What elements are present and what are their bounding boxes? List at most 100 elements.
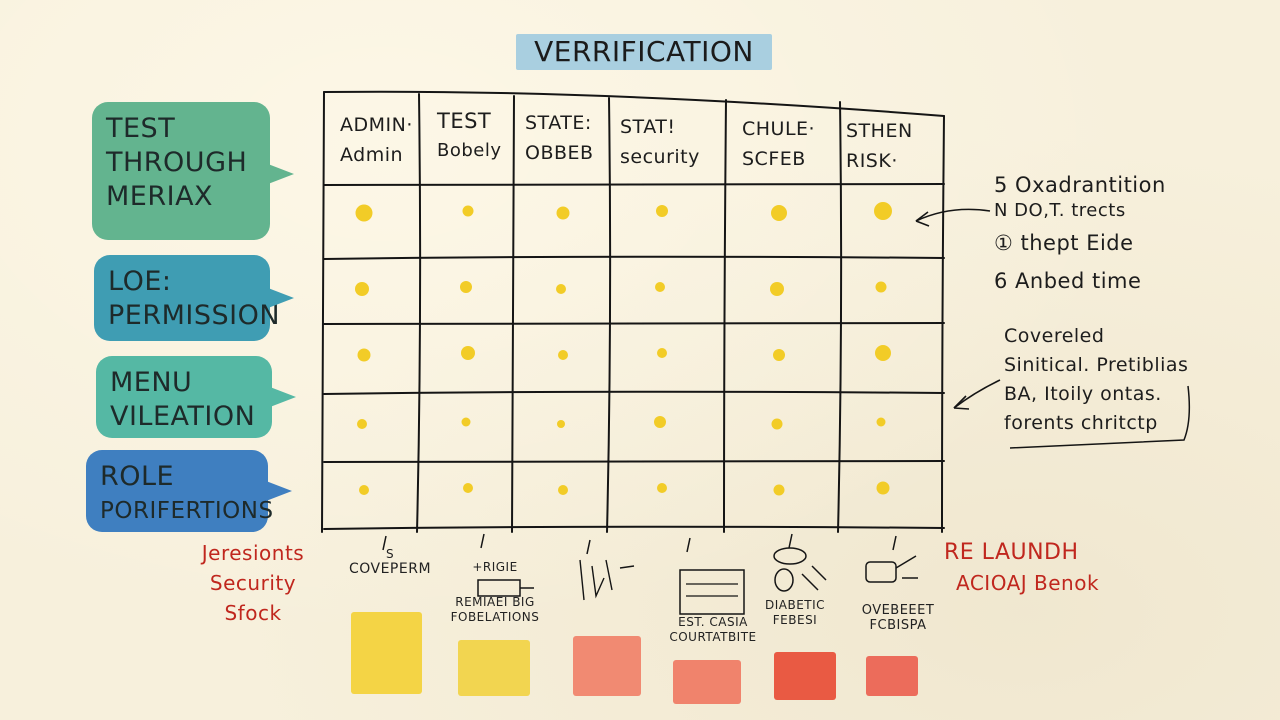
bottom-label-top: +RIGIE <box>472 560 518 574</box>
grid-row-line <box>323 255 945 260</box>
matrix-dot <box>558 350 568 360</box>
grid-column-line <box>416 93 422 533</box>
note-line: 5 Oxadrantition <box>994 173 1166 197</box>
matrix-dot <box>875 281 887 293</box>
matrix-dot <box>556 206 570 220</box>
note-line: forents chritctp <box>1004 412 1158 434</box>
matrix-dot <box>558 485 568 495</box>
sketch-key-shaft <box>895 555 918 579</box>
matrix-dot <box>773 349 785 361</box>
matrix-dot <box>771 418 783 430</box>
note-bottom-right: Covereled Sinitical. Pretiblias BA, Itoi… <box>1004 322 1188 438</box>
bubble-menu-vileation: MENU VILEATION <box>96 356 296 438</box>
matrix-dot <box>355 282 369 296</box>
bottom-label-top: S <box>385 547 395 561</box>
matrix-dot <box>359 485 369 495</box>
note-line: ① thept Eide <box>994 231 1134 255</box>
matrix-dot <box>657 483 667 493</box>
color-swatch-3 <box>573 636 641 696</box>
color-swatch-2 <box>458 640 530 696</box>
grid-column-line <box>837 101 843 533</box>
matrix-dot <box>461 417 471 427</box>
bubble-tail <box>266 481 292 501</box>
red-label-line: Jeresionts <box>201 541 305 565</box>
color-swatch-1 <box>351 612 422 694</box>
column-header-line: RISK· <box>846 150 898 172</box>
sketch-spacer <box>440 575 550 595</box>
bubble-permission: LOE: PERMISSION <box>94 255 294 341</box>
red-label-right: RE LAUNDH ACIOAJ Benok <box>944 538 1104 598</box>
matrix-dot <box>462 205 474 217</box>
bubble-tail <box>270 387 296 407</box>
grid-row-line <box>323 525 945 530</box>
sketch-window-lines <box>686 583 738 597</box>
check-tick <box>382 535 387 551</box>
grid-column-line <box>723 99 727 533</box>
color-swatch-5 <box>774 652 836 700</box>
column-header-line: STHEN <box>846 120 913 142</box>
column-header-sthen: STHEN RISK· <box>846 116 913 176</box>
matrix-dot <box>874 202 892 220</box>
note-line: Sinitical. Pretiblias <box>1004 354 1189 376</box>
column-header-admin: ADMIN· Admin <box>340 110 413 170</box>
arrow-head <box>953 395 970 410</box>
matrix-dot <box>557 420 565 428</box>
bottom-label-text: EST. CASIA COURTATBITE <box>669 615 757 644</box>
red-label-line: Security Sfock <box>209 571 297 625</box>
column-header-line: Bobely <box>437 140 502 161</box>
grid-row-line <box>323 460 945 463</box>
matrix-dot <box>357 419 367 429</box>
check-tick <box>892 535 897 551</box>
note-line: 6 Anbed time <box>994 269 1142 293</box>
note-line: N DO,T. trects <box>994 200 1126 221</box>
arrow-head <box>915 211 930 227</box>
matrix-dot <box>770 282 784 296</box>
red-label-left: Jeresionts Security Sfock <box>178 538 328 628</box>
bubble-text-line: PORIFERTIONS <box>100 498 274 524</box>
bubble-text-line: ROLE <box>100 461 175 492</box>
bubble-test-through: TEST THROUGH MERIAX <box>92 102 294 240</box>
column-header-line: TEST <box>437 109 492 133</box>
matrix-dot <box>657 348 667 358</box>
check-tick <box>788 533 793 549</box>
matrix-dot <box>461 346 475 360</box>
bottom-label-text: DIABETIC FEBESI <box>764 598 826 627</box>
column-header-chule: CHULE· SCFEB <box>742 114 815 174</box>
check-tick <box>480 533 485 549</box>
red-label-line: RE LAUNDH <box>944 540 1079 565</box>
check-tick <box>686 537 691 553</box>
sketch-key-icon <box>865 561 897 583</box>
bubble-role-porifertions: ROLE PORIFERTIONS <box>86 450 292 532</box>
grid-row-line <box>323 90 945 117</box>
title-highlight <box>516 34 772 70</box>
grid-row-line <box>323 183 945 186</box>
sketch-tools-icon <box>801 565 827 591</box>
matrix-dot <box>876 417 886 427</box>
matrix-dot <box>654 416 666 428</box>
sketch-scribble-icon <box>579 559 635 601</box>
bottom-label-text: OVEBEEET FCBISPA <box>861 603 935 633</box>
bubble-text-line: MENU <box>110 367 193 398</box>
note-line: Covereled <box>1004 325 1105 347</box>
column-header-line: security <box>620 146 700 168</box>
note-line: BA, Itoily ontas. <box>1004 383 1162 405</box>
matrix-dot <box>876 481 890 495</box>
column-header-line: OBBEB <box>525 142 594 164</box>
matrix-dot <box>357 348 371 362</box>
note-bracket <box>1009 385 1191 449</box>
color-swatch-4 <box>673 660 741 704</box>
sketch-window-icon <box>679 569 745 615</box>
column-header-line: CHULE· <box>742 118 816 140</box>
bubble-text-line: THROUGH <box>106 147 248 178</box>
matrix-dot <box>460 281 472 293</box>
bubble-text-line: LOE: <box>108 266 172 297</box>
column-header-line: ADMIN· <box>340 114 413 136</box>
bottom-label-courtatbite: EST. CASIA COURTATBITE <box>658 615 768 645</box>
note-top-right: 5 Oxadrantition N DO,T. trects ① thept E… <box>994 172 1166 300</box>
bottom-label-foblations: +RIGIE REMIAEI BIG FOBELATIONS <box>440 560 550 625</box>
bubble-text-line: PERMISSION <box>108 300 281 331</box>
column-header-line: STATE: <box>525 112 592 134</box>
matrix-dot <box>773 484 785 496</box>
sketch-bottle-icon <box>774 568 794 592</box>
